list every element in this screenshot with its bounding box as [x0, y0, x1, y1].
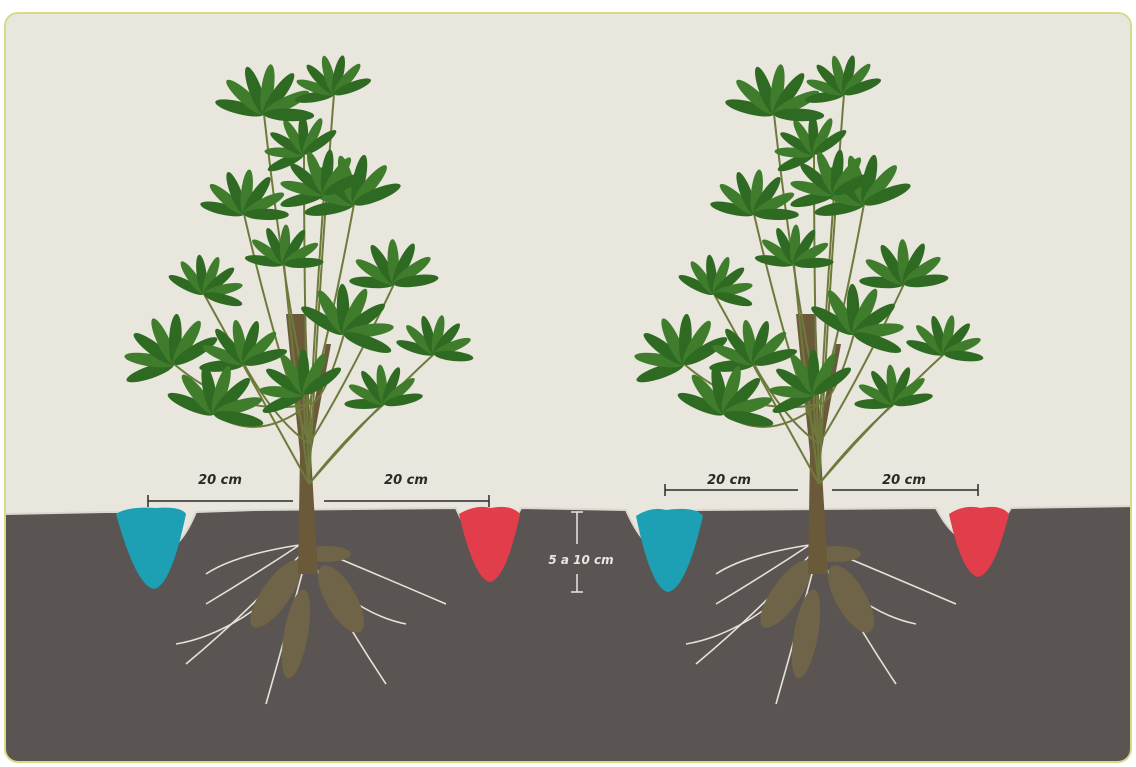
spacing-label-right: 20 cm: [384, 473, 428, 488]
depth-label: 5 a 10 cm: [548, 553, 613, 567]
spacing-label-right: 20 cm: [882, 473, 926, 488]
spacing-label-left: 20 cm: [707, 473, 751, 488]
spacing-label-left: 20 cm: [198, 473, 242, 488]
planting-diagram: 20 cm 20 cm 5 a 10 cm 20 cm 20 cm: [6, 14, 1132, 763]
diagram-frame: 20 cm 20 cm 5 a 10 cm 20 cm 20 cm: [4, 12, 1132, 763]
